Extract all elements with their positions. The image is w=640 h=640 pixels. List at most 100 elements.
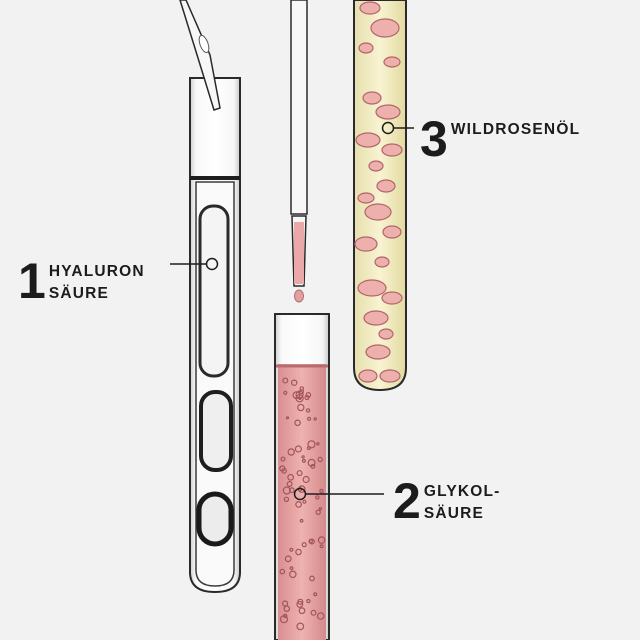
liquid-bubble <box>301 541 307 548</box>
liquid-bubble <box>280 456 286 462</box>
liquid-bubble <box>291 379 298 386</box>
liquid-bubble <box>319 544 324 549</box>
label-line: HYALURON <box>48 263 145 280</box>
gel-bubble-large <box>198 204 230 378</box>
liquid-bubble <box>307 440 316 449</box>
liquid-bubble <box>296 622 305 631</box>
tube-wild-rose-oil <box>353 0 407 392</box>
oil-droplet <box>358 369 378 383</box>
oil-droplet <box>357 279 387 297</box>
liquid-bubble <box>299 518 304 523</box>
liquid-bubble <box>296 470 303 477</box>
oil-droplet <box>365 344 391 360</box>
liquid-bubble <box>299 389 305 395</box>
oil-droplet <box>363 310 389 326</box>
liquid-bubble <box>318 507 323 511</box>
liquid-bubble <box>319 488 324 494</box>
liquid-bubble <box>298 607 306 615</box>
gel-bubble-medium <box>199 390 233 472</box>
label-number: 1 <box>18 253 46 309</box>
liquid-bubble <box>281 468 287 474</box>
label-wild-rose-oil: 3 WILDROSENÖL <box>420 114 580 164</box>
label-glycolic-acid: 2 GLYKOL- SÄURE <box>393 476 501 526</box>
liquid-bubble <box>313 592 318 597</box>
oil-droplet <box>364 203 392 221</box>
label-line: WILDROSENÖL <box>450 121 581 138</box>
oil-droplet <box>357 192 375 204</box>
liquid-bubble <box>307 458 316 467</box>
liquid-bubble <box>286 481 293 488</box>
oil-droplet <box>355 132 381 148</box>
callout-3 <box>381 121 414 135</box>
label-line: SÄURE <box>48 285 110 302</box>
liquid-bubble <box>295 390 304 399</box>
liquid-bubble <box>316 442 320 446</box>
tube-hyaluronic-acid <box>189 77 241 594</box>
callout-1 <box>170 257 219 271</box>
oil-droplet <box>381 143 403 157</box>
oil-droplet <box>368 160 384 172</box>
liquid-bubble <box>302 475 310 484</box>
liquid-bubble <box>289 566 294 571</box>
liquid-bubble <box>305 392 312 398</box>
callout-2 <box>293 487 384 501</box>
liquid-bubble <box>295 501 303 508</box>
liquid-bubble <box>305 408 311 413</box>
label-line: SÄURE <box>423 505 485 522</box>
liquid-bubble <box>295 548 302 556</box>
liquid-bubble <box>284 555 292 563</box>
gel-bubble-small <box>196 491 234 547</box>
liquid-bubble <box>289 547 294 552</box>
oil-droplet <box>378 328 394 340</box>
liquid-bubble <box>292 391 301 400</box>
liquid-bubble <box>296 600 304 608</box>
liquid-bubble <box>313 417 317 421</box>
oil-droplet <box>358 42 374 54</box>
pipette-center <box>290 0 308 303</box>
liquid-bubble <box>301 458 306 463</box>
liquid-bubble <box>283 613 288 619</box>
label-line: GLYKOL- <box>423 483 501 500</box>
liquid-bubble <box>297 403 305 412</box>
liquid-bubble <box>283 390 288 395</box>
liquid-bubble <box>304 394 310 401</box>
liquid-bubble <box>309 575 315 582</box>
pipette-left <box>179 0 221 111</box>
oil-droplet <box>376 179 396 193</box>
liquid-bubble <box>288 487 295 494</box>
liquid-bubble <box>306 598 311 604</box>
oil-droplet <box>381 291 403 305</box>
liquid-bubble <box>283 605 291 613</box>
liquid-bubble <box>308 538 314 544</box>
liquid-bubble <box>285 416 290 420</box>
liquid-bubble <box>317 456 323 463</box>
label-number: 3 <box>420 111 448 167</box>
label-hyaluronic-acid: 1 HYALURON SÄURE <box>18 256 145 306</box>
liquid-bubble <box>317 536 326 544</box>
liquid-bubble <box>279 568 286 575</box>
liquid-bubble <box>288 570 297 579</box>
liquid-bubble <box>307 416 312 421</box>
label-number: 2 <box>393 473 421 529</box>
liquid-bubble <box>287 448 295 456</box>
oil-droplet <box>375 104 401 120</box>
liquid-bubble <box>301 455 305 459</box>
liquid-bubble <box>282 486 291 495</box>
liquid-bubble <box>294 445 302 453</box>
liquid-bubble <box>315 509 321 515</box>
liquid-bubble <box>282 377 289 384</box>
tube-glycolic-acid <box>274 313 330 640</box>
oil-droplet <box>379 369 401 383</box>
liquid-bubble <box>283 496 290 502</box>
liquid-bubble <box>302 499 307 504</box>
liquid-bubble <box>294 419 301 427</box>
oil-droplet <box>359 1 381 15</box>
liquid-bubble <box>310 609 317 616</box>
oil-droplet <box>362 91 382 105</box>
oil-droplet <box>382 225 402 239</box>
oil-droplet <box>374 256 390 268</box>
liquid-bubble <box>316 612 325 620</box>
oil-droplet <box>370 18 400 38</box>
oil-droplet <box>383 56 401 68</box>
